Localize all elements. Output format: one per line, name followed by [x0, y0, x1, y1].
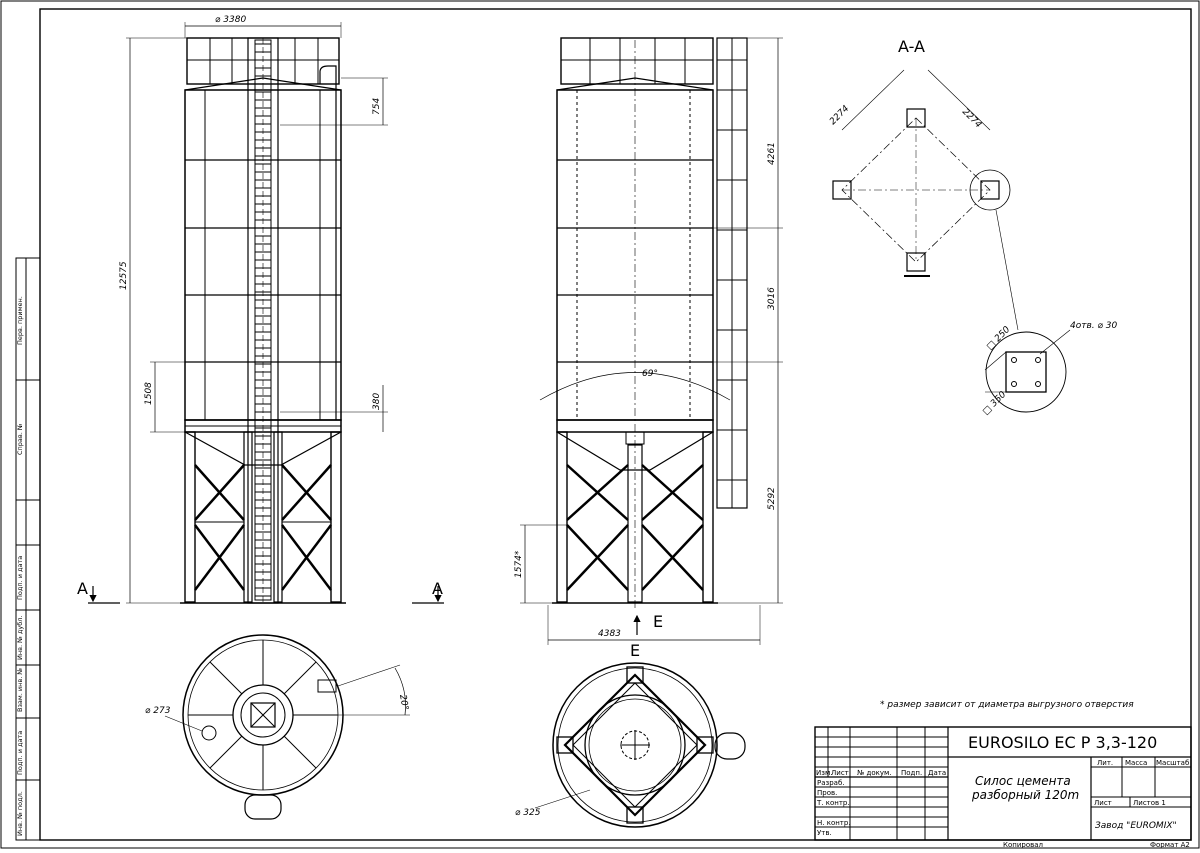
tb-row-prov: Пров. — [817, 789, 837, 797]
tb-row-utv: Утв. — [817, 829, 832, 837]
tb-col-date: Дата — [928, 769, 946, 777]
dim-h2: 3016 — [767, 287, 777, 310]
dim-hole-left: ⌀ 273 — [145, 706, 171, 716]
dim-h3: 5292 — [767, 487, 777, 510]
front-view — [88, 22, 444, 604]
dim-b: 2274 — [960, 107, 983, 130]
tb-scale: Масштаб — [1156, 759, 1189, 767]
side-strip: Перв. примен. Справ. № Подп. и дата Инв.… — [15, 257, 41, 841]
tb-col-doc: № докум. — [857, 769, 892, 777]
tb-row-nkontr: Н. контр. — [817, 819, 851, 827]
dim-top: 754 — [372, 98, 382, 115]
dim-hole-right: ⌀ 325 — [515, 808, 541, 818]
tb-copied: Копировал — [1003, 841, 1043, 849]
tb-mass: Масса — [1125, 759, 1147, 767]
strip-label: Подп. и дата — [16, 731, 24, 775]
dim-plate1: □ 250 — [985, 325, 1012, 352]
tb-sheets: Листов 1 — [1133, 799, 1166, 807]
dim-small: 380 — [372, 393, 382, 410]
tb-col-sign: Подп. — [901, 769, 922, 777]
dim-width: 4383 — [598, 629, 621, 639]
strip-label: Перв. примен. — [16, 296, 24, 345]
dim-plate2: □ 350 — [981, 390, 1008, 417]
section-mark-right: A — [432, 579, 443, 598]
section-mark-left: A — [77, 579, 88, 598]
dim-angle-left: 20° — [397, 694, 410, 711]
tb-lit: Лит. — [1097, 759, 1113, 767]
dim-holes: 4отв. ⌀ 30 — [1070, 321, 1118, 331]
dim-lower: 1508 — [144, 382, 154, 405]
tb-format: Формат А2 — [1150, 841, 1190, 849]
dim-h1: 4261 — [767, 142, 777, 165]
side-view — [520, 37, 783, 645]
tb-designation: EUROSILO EC P 3,3-120 — [968, 733, 1157, 752]
strip-label: Инв. № подл. — [16, 791, 24, 836]
strip-label: Справ. № — [16, 423, 24, 455]
bottom-right-view — [534, 662, 746, 828]
strip-label: Инв. № дубл. — [16, 616, 24, 660]
section-aa — [832, 69, 1071, 413]
tb-name-2: разборный 120m — [971, 788, 1079, 802]
strip-label: Подп. и дата — [16, 556, 24, 600]
tb-col-list: Лист — [831, 769, 849, 777]
dim-angle: 69° — [642, 369, 658, 379]
tb-row-tkontr: Т. контр. — [816, 799, 850, 807]
tb-company: Завод "EUROMIX" — [1095, 821, 1177, 831]
dim-leg: 1574* — [514, 550, 524, 578]
footnote: * размер зависит от диаметра выгрузного … — [880, 700, 1134, 710]
tb-row-razrab: Разраб. — [817, 779, 845, 787]
strip-label: Взам. инв. № — [16, 668, 24, 712]
dim-diameter: ⌀ 3380 — [215, 15, 246, 25]
dim-a: 2274 — [828, 104, 851, 127]
view-e-title: E — [630, 641, 640, 660]
tb-col-izm: Изм. — [816, 769, 832, 777]
tb-name-1: Силос цемента — [975, 774, 1071, 788]
tb-sheet: Лист — [1094, 799, 1112, 807]
title-block — [814, 726, 1192, 841]
section-title: A-A — [898, 37, 925, 56]
view-mark-e: E — [653, 612, 663, 631]
dim-total-height: 12575 — [119, 261, 129, 290]
bottom-left-view — [164, 634, 410, 820]
